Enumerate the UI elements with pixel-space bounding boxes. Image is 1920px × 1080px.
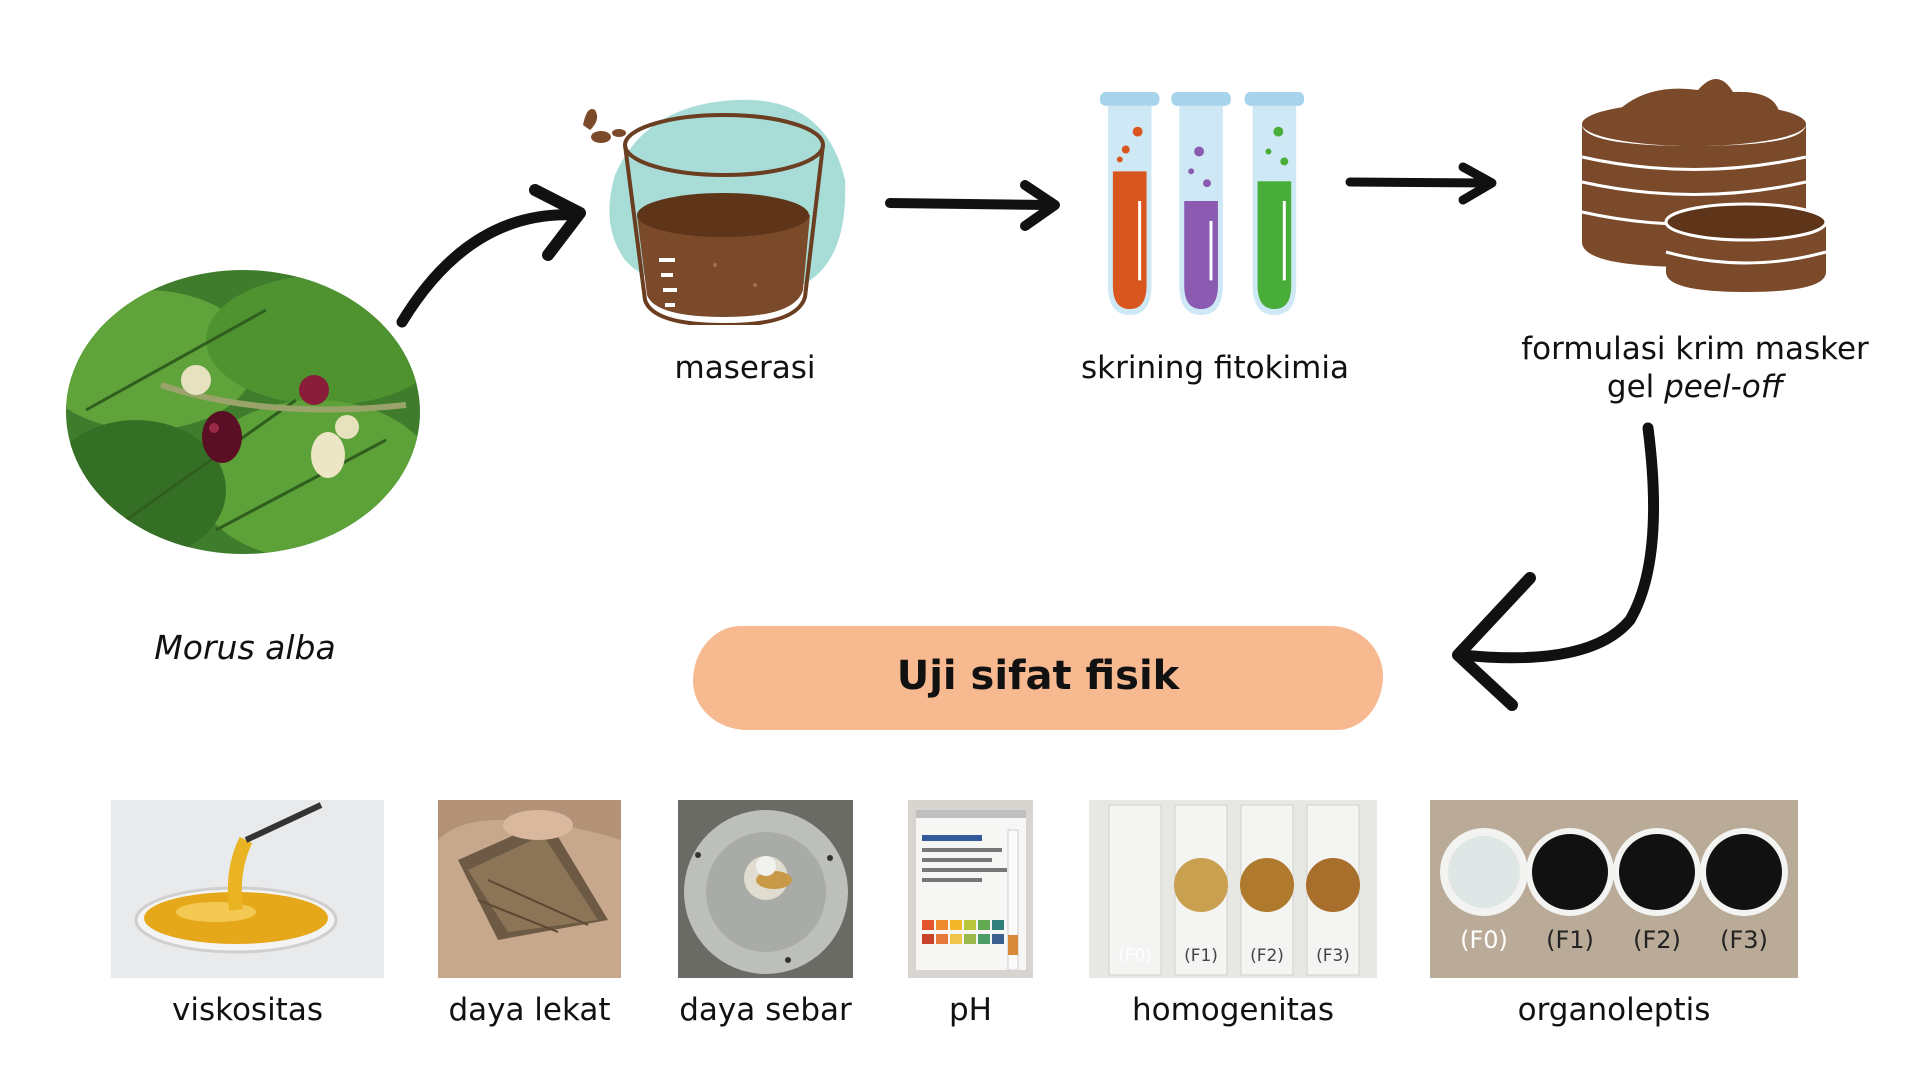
- homogenitas-sample-f0: (F0): [1118, 946, 1152, 966]
- morus-alba-photo: [66, 270, 420, 554]
- step-label-skrining: skrining fitokimia: [1081, 350, 1349, 386]
- arrowhead-2: [1020, 180, 1060, 231]
- arrow-formulasi-to-uji: [1456, 422, 1660, 664]
- arrowhead-1: [529, 184, 586, 261]
- test-label-daya-lekat: daya lekat: [448, 992, 611, 1028]
- ph-photo: [908, 800, 1033, 978]
- test-label-daya-sebar: daya sebar: [679, 992, 852, 1028]
- arrowhead-3: [1458, 162, 1497, 205]
- test-label-homogenitas: homogenitas: [1131, 992, 1335, 1028]
- arrow-skrining-to-formulasi: [1345, 177, 1495, 188]
- beaker-icon: [583, 99, 846, 325]
- test-tubes-icon: [1100, 92, 1305, 315]
- homogenitas-sample-f1: (F1): [1184, 946, 1218, 966]
- step-label-maserasi: maserasi: [674, 350, 816, 386]
- organoleptis-photo: (F0) (F1) (F2) (F3): [1430, 800, 1798, 978]
- cream-jar-icon: [1581, 78, 1828, 292]
- homogenitas-photo: (F0) (F1) (F2) (F3): [1089, 800, 1377, 978]
- arrow-maserasi-to-skrining: [885, 198, 1055, 210]
- test-label-ph: pH: [949, 992, 992, 1028]
- homogenitas-sample-f2: (F2): [1250, 946, 1284, 966]
- formulasi-line2-italic: peel-off: [1664, 369, 1784, 405]
- test-label-organoleptis: organoleptis: [1517, 992, 1711, 1028]
- arrowhead-4: [1452, 572, 1536, 711]
- formulasi-line1: formulasi krim masker: [1521, 331, 1869, 367]
- organoleptis-sample-f3: (F3): [1720, 926, 1768, 954]
- test-label-viskositas: viskositas: [172, 992, 323, 1028]
- arrow-source-to-maserasi: [396, 209, 581, 328]
- source-label: Morus alba: [154, 628, 336, 667]
- banner-label: Uji sifat fisik: [896, 653, 1180, 699]
- daya-lekat-photo: [438, 800, 621, 978]
- homogenitas-sample-f3: (F3): [1316, 946, 1350, 966]
- formulasi-line2: gel peel-off: [1500, 368, 1890, 406]
- uji-sifat-fisik-banner: [693, 626, 1383, 730]
- viskositas-photo: [111, 800, 384, 978]
- step-label-formulasi: formulasi krim masker gel peel-off: [1500, 330, 1890, 406]
- daya-sebar-photo: [678, 800, 853, 978]
- formulasi-line2-prefix: gel: [1606, 369, 1665, 405]
- organoleptis-sample-f2: (F2): [1633, 926, 1681, 954]
- organoleptis-sample-f0: (F0): [1460, 926, 1508, 954]
- organoleptis-sample-f1: (F1): [1546, 926, 1594, 954]
